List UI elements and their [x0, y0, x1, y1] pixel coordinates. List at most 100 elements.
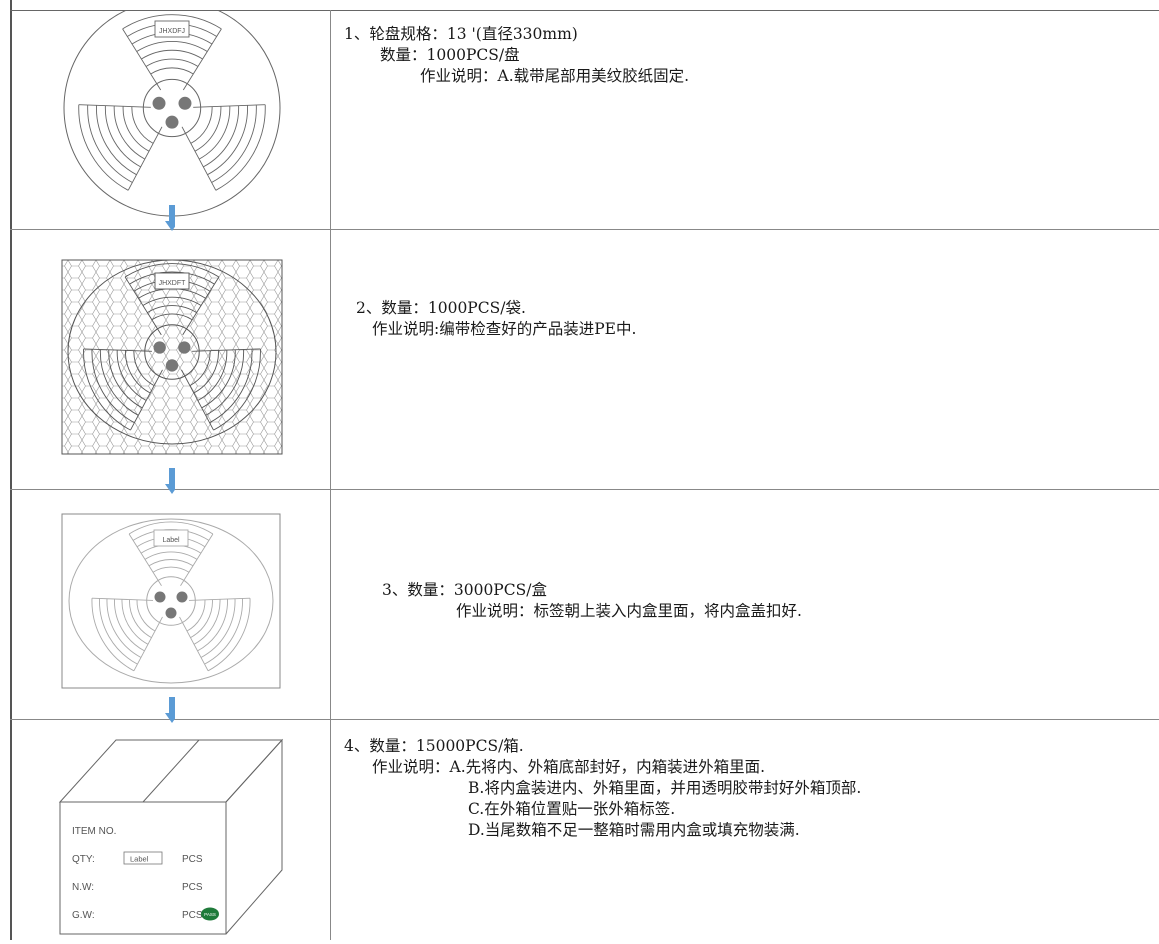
reel-band — [122, 106, 150, 152]
left-border — [10, 0, 12, 940]
reel-band — [122, 14, 222, 30]
reel-band — [136, 41, 208, 52]
reel-hole — [152, 96, 166, 110]
reel-band — [186, 599, 206, 632]
reel-spoke-edge — [124, 276, 162, 336]
qty-unit: PCS — [182, 854, 203, 865]
reel-band — [215, 104, 266, 191]
reel-hole — [178, 341, 191, 354]
step-instruction: 作业说明：A.载带尾部用美纹胶纸固定. — [420, 67, 690, 85]
reel-band — [132, 529, 210, 541]
reel-spoke-edge — [128, 533, 162, 586]
carton-drawing: ITEM NO. QTY: Label PCS N.W: PCS G.W: PC… — [58, 738, 284, 935]
reel-band — [150, 67, 194, 75]
reel-band — [129, 271, 215, 285]
reel-spoke-edge — [181, 369, 214, 431]
reel-band — [201, 349, 236, 409]
bagged-reel-drawing: JHXDFT — [61, 259, 283, 455]
reel-band — [151, 313, 193, 321]
step-instruction: C.在外箱位置贴一张外箱标签. — [468, 800, 676, 818]
step-row-2: JHXDFT 2、数量：1000PCS/袋. 作业说明:编带检查好的产品装进PE… — [12, 230, 1159, 489]
reel-spoke-edge — [182, 28, 222, 91]
reel-hole — [165, 115, 179, 129]
reel-band — [108, 349, 143, 409]
column-divider — [330, 10, 331, 940]
reel-band — [190, 599, 213, 638]
reel-spoke-edge — [127, 126, 163, 191]
reel-spoke-edge — [91, 597, 154, 601]
reel-band — [128, 521, 214, 535]
reel-hole — [165, 607, 177, 619]
qty-label: QTY: — [72, 854, 95, 865]
top-border — [10, 10, 1159, 11]
reel-band — [124, 263, 220, 278]
reel-hub — [146, 576, 196, 626]
reel-band — [142, 296, 202, 306]
inner-box-illustration: Label — [12, 490, 332, 719]
reel-hub — [144, 324, 200, 380]
reel-band — [207, 598, 251, 672]
reel-band — [99, 598, 138, 665]
reel-label-box — [154, 20, 190, 38]
reel-band — [207, 105, 248, 176]
reel-band — [106, 598, 142, 658]
reel-band — [91, 349, 135, 424]
reel-band — [189, 350, 211, 386]
reel-spoke-edge — [130, 369, 163, 431]
reel-band — [205, 349, 245, 416]
reel-band — [211, 105, 257, 183]
reel-band — [200, 598, 236, 658]
net-weight-label: N.W: — [72, 882, 94, 893]
reel-band — [203, 105, 240, 168]
reel-spoke-edge — [122, 28, 162, 91]
reel-band — [83, 348, 131, 431]
reel-band — [104, 105, 141, 168]
reel-spoke-edge — [188, 597, 251, 601]
pass-badge-text: PASS — [204, 912, 216, 917]
reel-band — [121, 599, 149, 645]
reel-spoke-edge — [78, 104, 151, 108]
bagged-reel-illustration: JHXDFT — [12, 230, 332, 489]
reel-illustration: JHXDFJ — [12, 0, 332, 229]
gross-weight-unit: PCS — [182, 910, 203, 921]
reel-label-text: JHXDFJ — [159, 28, 185, 35]
step-title: 1、轮盘规格：13 '(直径330mm) — [344, 25, 578, 43]
reel-band — [197, 598, 228, 652]
reel-label-text: JHXDFT — [159, 280, 187, 287]
step-title: 4、数量：15000PCS/箱. — [344, 737, 524, 755]
reel-spoke-edge — [192, 348, 261, 352]
step-row-4: ITEM NO. QTY: Label PCS N.W: PCS G.W: PC… — [12, 720, 1159, 940]
qty-box-label: Label — [130, 855, 149, 864]
step-quantity: 数量：1000PCS/盘 — [380, 46, 520, 64]
reel-band — [113, 105, 146, 160]
step-instruction: B.将内盒装进内、外箱里面，并用透明胶带封好外箱顶部. — [468, 779, 862, 797]
reel-band — [131, 106, 154, 144]
reel-band — [148, 559, 194, 567]
reel-spoke-edge — [180, 533, 214, 586]
reel-drawing: JHXDFJ — [63, 0, 281, 217]
reel-band — [209, 349, 253, 424]
net-weight-unit: PCS — [182, 882, 203, 893]
step-instruction: 作业说明：标签朝上装入内盒里面，将内盒盖扣好. — [456, 602, 802, 620]
reel-band — [193, 599, 221, 645]
reel-band — [147, 305, 197, 313]
pass-badge-icon — [201, 907, 219, 921]
row-divider-1 — [10, 229, 1159, 230]
row-divider-3 — [10, 719, 1159, 720]
reel-band — [194, 106, 222, 152]
reel-hole — [178, 96, 192, 110]
step-instruction: 作业说明:编带检查好的产品装进PE中. — [372, 320, 637, 338]
qty-box — [123, 851, 163, 865]
reel-spoke-edge — [182, 276, 220, 336]
step-instruction: D.当尾数箱不足一整箱时需用内盒或填充物装满. — [468, 821, 800, 839]
gross-weight-label: G.W: — [72, 910, 95, 921]
down-arrow-icon — [165, 697, 175, 723]
outer-carton-illustration: ITEM NO. QTY: Label PCS N.W: PCS G.W: PC… — [12, 720, 332, 940]
reel-label-box — [154, 272, 190, 290]
reel-band — [190, 106, 213, 144]
reel-band — [136, 599, 156, 632]
reel-hole — [154, 591, 166, 603]
reel-spoke-edge — [83, 348, 152, 352]
reel-band — [91, 598, 135, 672]
reel-band — [145, 58, 199, 67]
